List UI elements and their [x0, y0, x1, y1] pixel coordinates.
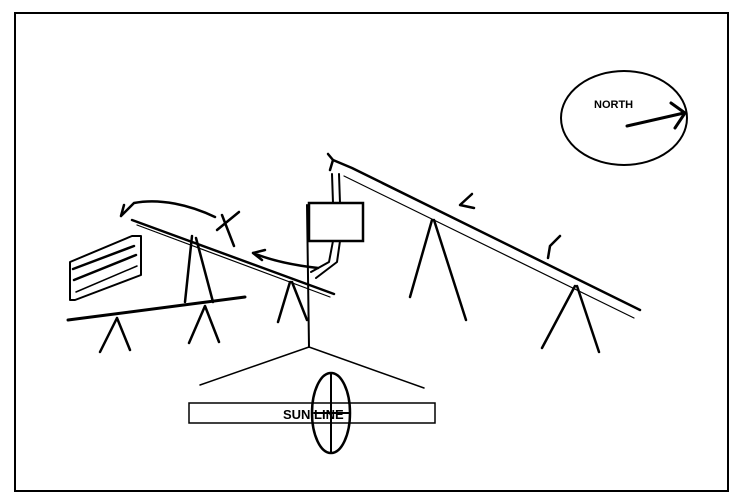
junction-box: [307, 201, 365, 243]
right-long-beam-edge: [343, 175, 635, 319]
x-mark-icon: [215, 210, 241, 248]
left-support-1: [98, 316, 132, 354]
left-flow-arrow-icon: [119, 200, 217, 219]
left-upper-beam: [130, 218, 336, 296]
left-support-2: [183, 234, 221, 345]
left-panel: [69, 235, 142, 301]
sun-line-label: SUN LINE: [283, 407, 344, 422]
right-beam-arrow-2-icon: [546, 234, 562, 260]
sun-icon-crosshair: [313, 372, 350, 454]
left-support-3: [276, 280, 309, 324]
compass-circle: [560, 70, 688, 166]
left-upper-beam-edge: [136, 224, 331, 298]
sun-ray-right: [308, 346, 425, 389]
right-beam-arrow-1-icon: [458, 192, 476, 210]
compass: NORTH: [560, 70, 688, 166]
diagram-frame: [14, 12, 729, 492]
right-beam-start-arrow-icon: [326, 152, 335, 172]
central-pole: [306, 204, 310, 348]
right-long-beam: [331, 158, 642, 312]
north-arrow-icon: [625, 101, 687, 130]
sun-ray-left: [199, 346, 310, 386]
left-lower-beam: [66, 295, 247, 322]
compass-north-label: NORTH: [594, 99, 633, 111]
pipe-connector: [310, 173, 341, 279]
middle-flow-arrow-icon: [251, 248, 320, 270]
right-support-2: [540, 284, 601, 354]
right-support-1: [408, 218, 468, 322]
sun-line-box: SUN LINE: [188, 371, 436, 455]
